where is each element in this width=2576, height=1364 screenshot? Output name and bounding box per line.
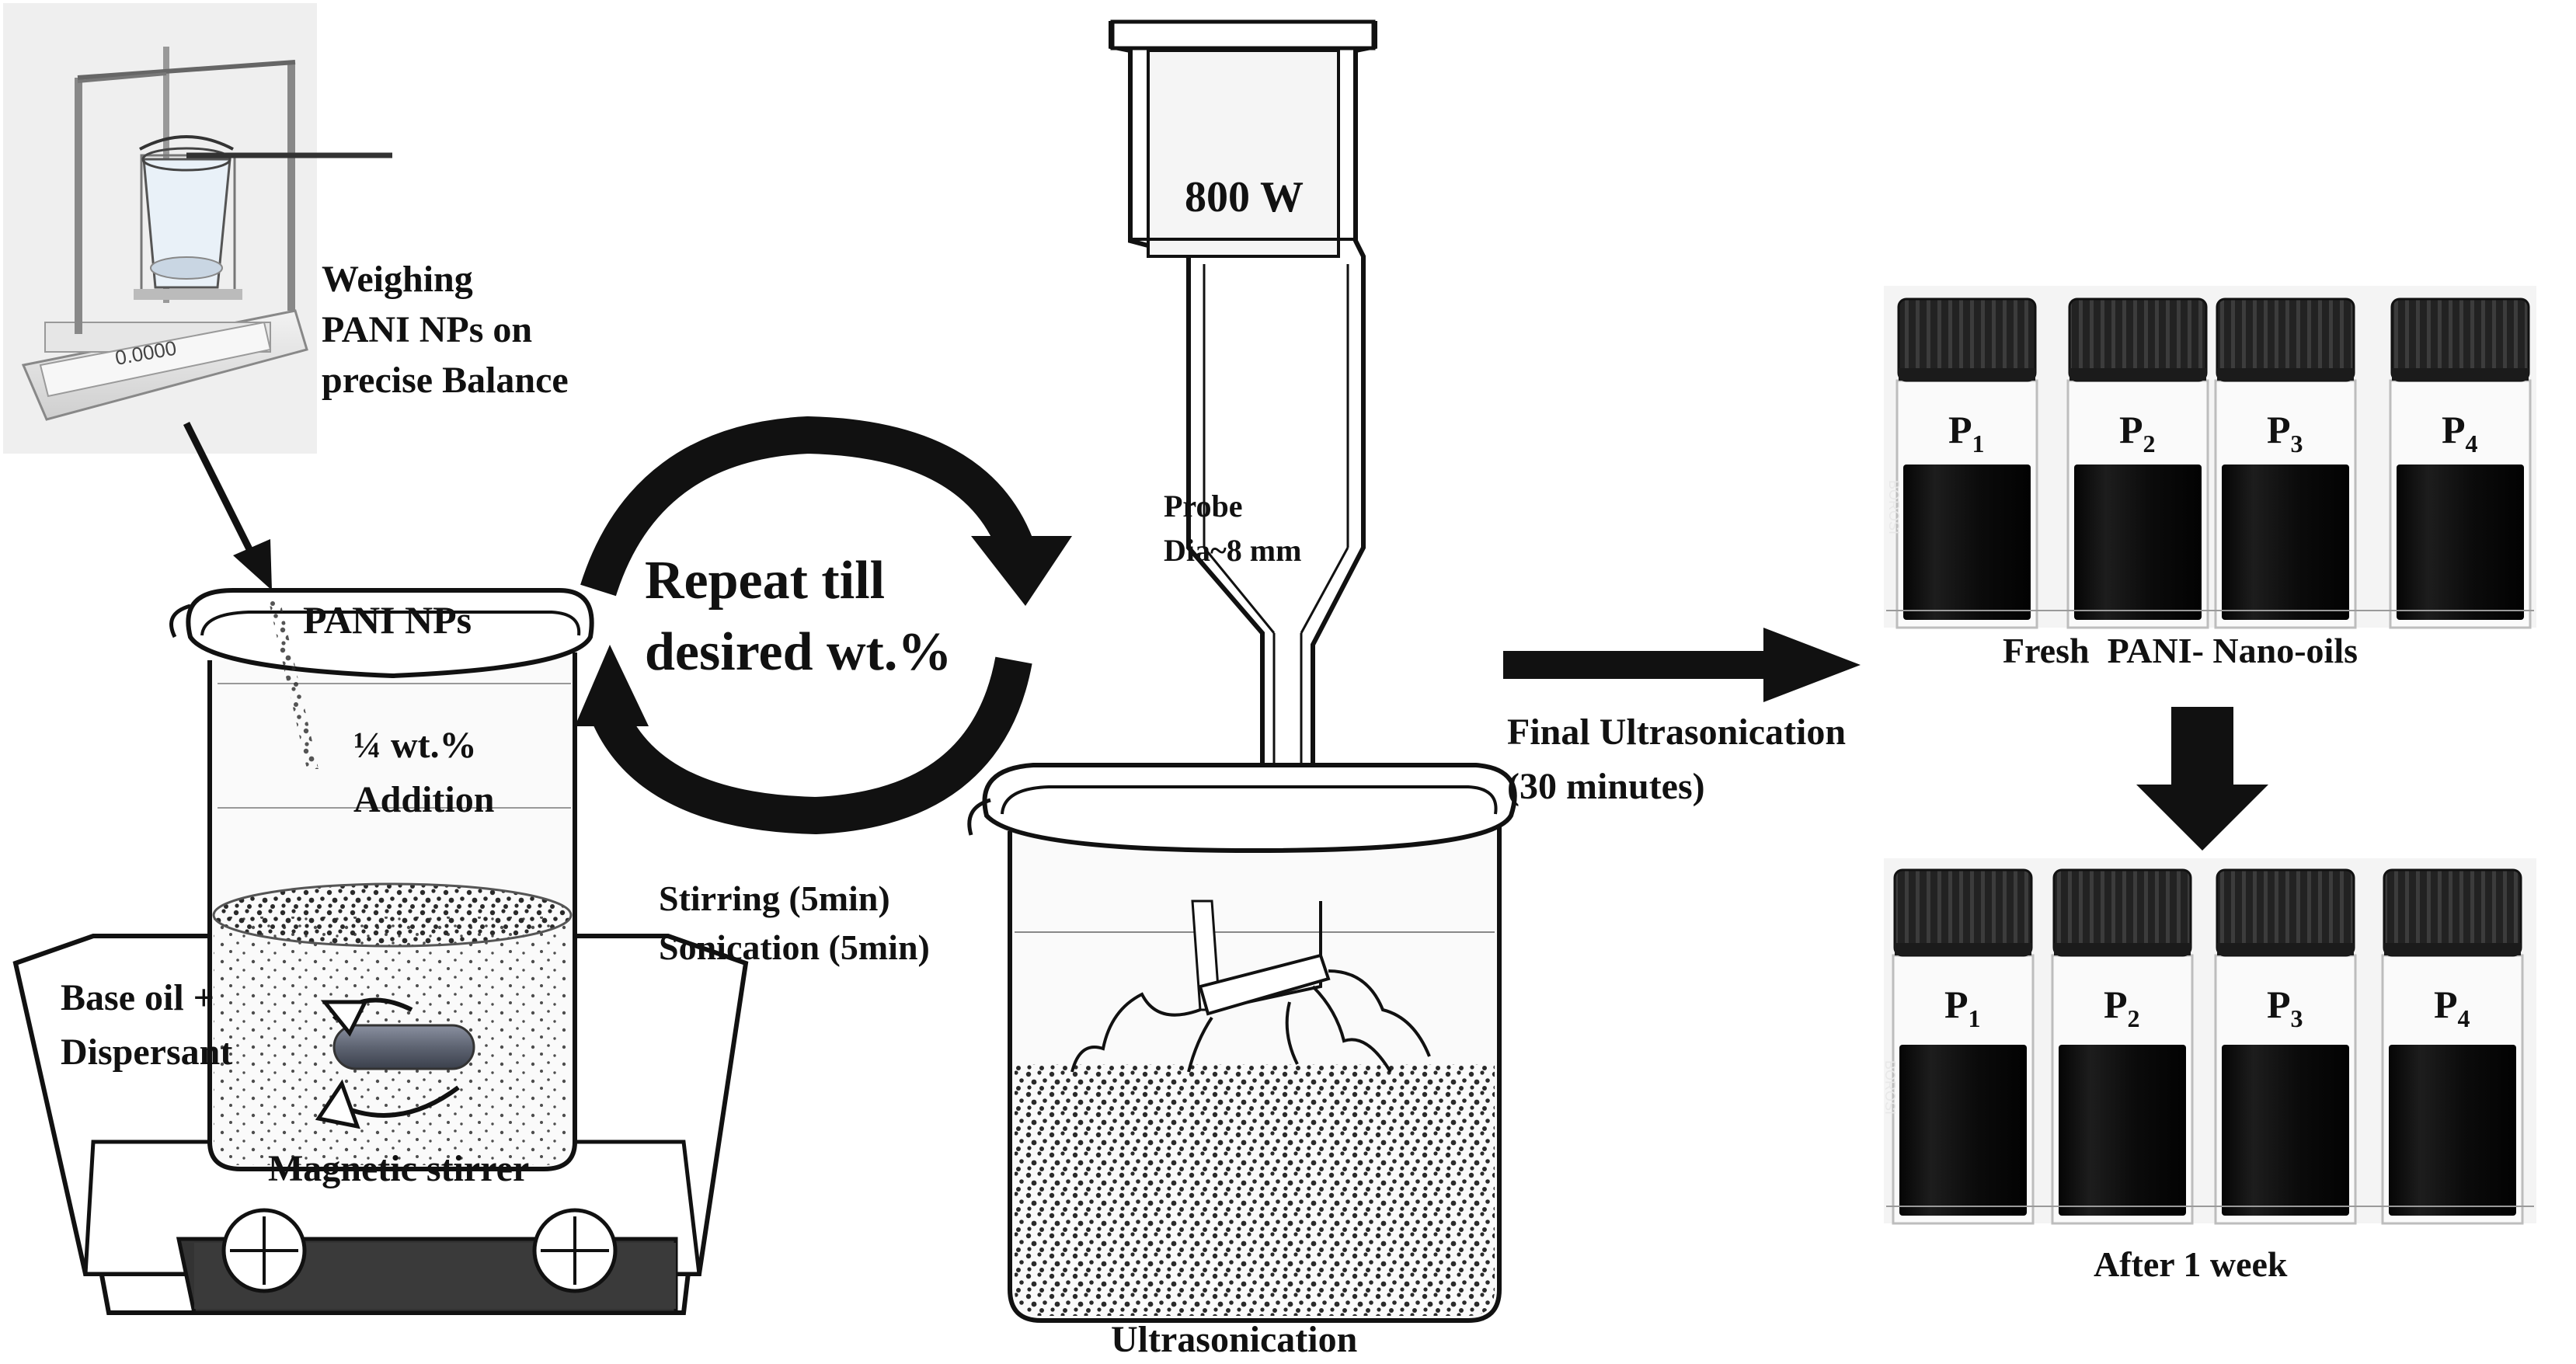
vial-3: P3 [2214,868,2357,1225]
vial-label: P1 [1948,408,1985,458]
vial-label: P4 [2434,983,2470,1032]
vial-glass-text: BOROSI [1886,480,1902,534]
vial-cap [2383,868,2522,957]
vial-cap [1893,868,2033,957]
vial-cap-rim [2392,368,2529,381]
vial-liquid [2059,1045,2186,1216]
vial-label: P3 [2267,983,2303,1032]
power-label: 800 W [1185,173,1304,221]
vial-cap [2052,868,2192,957]
vial-cap-rim [2070,368,2206,381]
vial-liquid [2222,465,2349,620]
vial-liquid [2389,1045,2516,1216]
quarter-wt-label: ¼ wt.% [353,725,477,766]
vial-liquid [2397,465,2524,620]
after-one-week-label: After 1 week [2094,1244,2288,1284]
vial-label: P3 [2267,408,2303,458]
final-ultrasonication-label-line2: (30 minutes) [1507,766,1705,807]
ultrasonication-label: Ultrasonication [1111,1319,1357,1360]
weighing-label-line2: PANI NPs on [322,309,532,350]
vial-liquid [2222,1045,2349,1216]
vial-liquid [1899,1045,2027,1216]
weighing-label-line3: precise Balance [322,360,569,401]
probe-label-line1: Probe [1164,489,1242,524]
stirring-label: Stirring (5min) [659,879,890,918]
final-ultrasonication-label-line1: Final Ultrasonication [1507,712,1846,753]
vial-4: P4 [2381,868,2524,1225]
vial-4: P4 [2389,298,2532,629]
base-oil-label-line1: Base oil + [61,977,214,1018]
repeat-cycle-arrows [575,416,1072,835]
ultrasonic-probe [1109,19,1377,966]
arrow-down-to-aged [2136,707,2268,851]
vial-glass-text: BOROSI [1882,1060,1898,1115]
precision-balance: 0.0000 [3,3,392,454]
magnetic-stirrer-label: Magnetic stirrer [268,1148,529,1189]
vial-liquid [1903,465,2031,620]
vial-2: P2 [2051,868,2194,1225]
addition-label: Addition [353,779,494,820]
vial-cap [2216,868,2355,957]
vial-cap-rim [1899,368,2035,381]
vial-label: P1 [1944,983,1981,1032]
vial-label: P2 [2104,983,2140,1032]
pani-nps-label: PANI NPs [303,598,472,642]
ultrasonication-beaker [967,763,1517,1323]
probe-label-line2: Dia~8 mm [1164,533,1301,568]
vial-label: P2 [2119,408,2156,458]
fresh-nano-oils-label: Fresh PANI- Nano-oils [2003,631,2358,670]
vial-cap-rim [2384,943,2521,955]
vial-cap-rim [2054,943,2191,955]
base-oil-label-line2: Dispersant [61,1032,232,1073]
vial-label: P4 [2442,408,2478,458]
vial-1: P1 [1895,298,2038,629]
vial-cap-rim [1895,943,2031,955]
arrow-to-nano-oils [1503,628,1861,702]
weighing-label-line1: Weighing [322,259,473,300]
vial-cap-rim [2217,368,2354,381]
beaker-with-base-oil [169,588,594,1171]
vial-3: P3 [2214,298,2357,629]
repeat-label-line2: desired wt.% [645,622,952,682]
repeat-label-line1: Repeat till [645,551,885,611]
vial-1: P1 [1892,868,2035,1225]
sonication-label: Sonication (5min) [659,927,930,967]
arrow-head-balance [233,539,272,590]
arrow-balance-to-beaker [183,421,260,565]
vial-2: P2 [2066,298,2209,629]
vial-cap-rim [2217,943,2354,955]
vial-liquid [2074,465,2202,620]
